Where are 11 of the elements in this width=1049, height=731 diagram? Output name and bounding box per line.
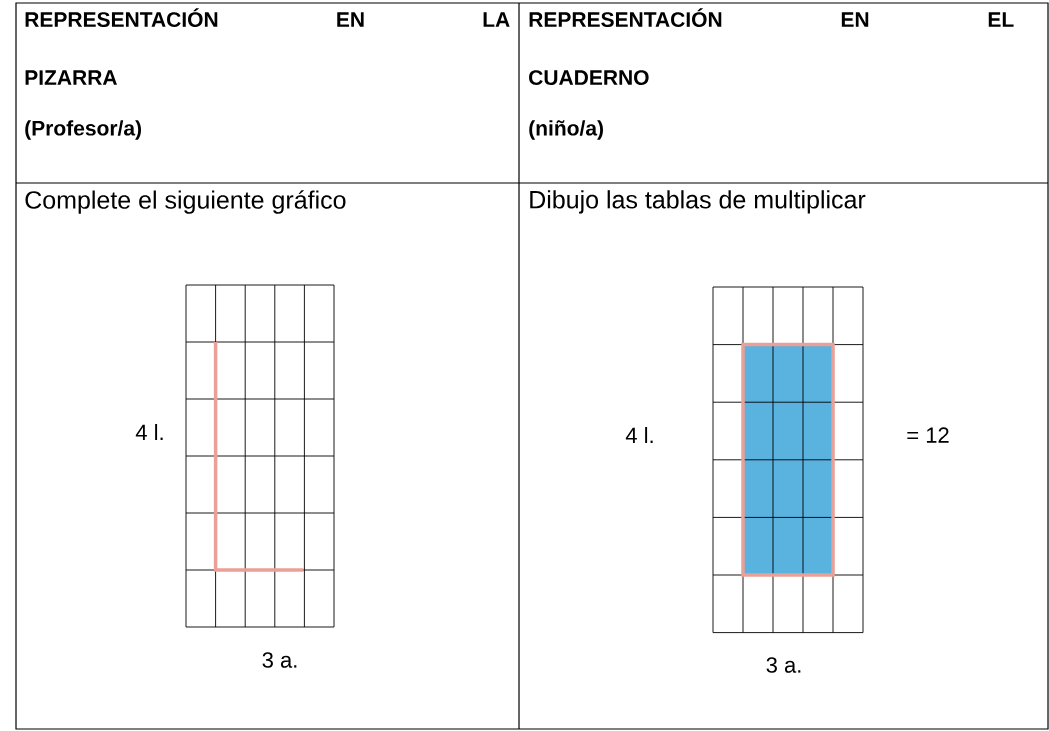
header-subtitle: (Profesor/a) — [25, 120, 141, 140]
side-label: 4 l. — [135, 424, 163, 440]
header-text: REPRESENTACIÓN EN LA PIZARRA — [25, 8, 510, 85]
result-label: = 12 — [907, 427, 949, 443]
instruction-text: Complete el siguiente gráfico — [25, 190, 346, 214]
instruction-text: Dibujo las tablas de multiplicar — [530, 190, 866, 214]
bottom-label: 3 a. — [766, 657, 801, 673]
header-text: REPRESENTACIÓN EN EL CUADERNO — [529, 8, 1014, 85]
header-subtitle: (niño/a) — [529, 120, 603, 140]
bottom-label: 3 a. — [262, 652, 297, 668]
side-label: 4 l. — [625, 427, 653, 443]
